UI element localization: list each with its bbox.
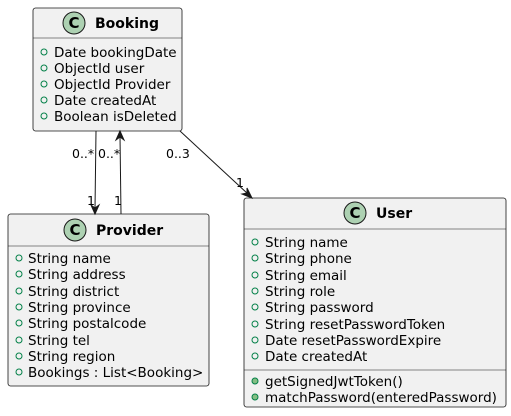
attribute: String address — [28, 267, 126, 283]
multiplicity-label: 1 — [87, 193, 95, 208]
attribute: String password — [265, 300, 374, 316]
multiplicity-label: 0..3 — [166, 146, 190, 161]
class-user[interactable]: C User String name String phone String e… — [243, 197, 507, 408]
attribute: Bookings : List<Booking> — [28, 365, 203, 381]
association-provider-booking[interactable]: 0..* 1 — [98, 129, 126, 215]
multiplicity-label: 1 — [236, 175, 244, 190]
public-visibility-icon — [251, 303, 259, 311]
attribute: Date createdAt — [265, 349, 367, 365]
public-visibility-icon — [15, 336, 23, 344]
attribute: Date createdAt — [54, 93, 156, 109]
attribute: String resetPasswordToken — [265, 317, 445, 333]
attribute: ObjectId user — [54, 61, 145, 77]
class-name: Booking — [95, 16, 159, 32]
multiplicity-label: 0..* — [98, 146, 120, 161]
attribute: String district — [28, 284, 119, 300]
class-provider[interactable]: C Provider String name String address St… — [7, 213, 210, 387]
attribute: String postalcode — [28, 316, 146, 332]
attribute: String email — [265, 268, 347, 284]
public-visibility-icon — [15, 319, 23, 327]
public-visibility-icon — [15, 368, 23, 376]
attribute-list: String name String phone String email St… — [251, 235, 445, 365]
arrowhead-icon — [89, 203, 101, 216]
class-name: User — [376, 206, 412, 222]
multiplicity-label: 0..* — [72, 146, 94, 161]
method: matchPassword(enteredPassword) — [265, 390, 497, 406]
attribute: ObjectId Provider — [54, 77, 171, 93]
arrowhead-icon — [114, 129, 126, 142]
class-booking[interactable]: C Booking Date bookingDate ObjectId user… — [32, 7, 183, 132]
attribute-list: Date bookingDate ObjectId user ObjectId … — [40, 45, 177, 125]
attribute: String tel — [28, 333, 90, 349]
public-visibility-icon — [40, 80, 48, 88]
public-visibility-icon — [15, 254, 23, 262]
public-method-icon — [251, 377, 259, 385]
association-booking-provider[interactable]: 0..* 1 — [72, 130, 101, 216]
class-icon: C — [63, 218, 87, 242]
class-icon-letter: C — [68, 14, 79, 32]
method: getSignedJwtToken() — [265, 374, 403, 390]
attribute-list: String name String address String distri… — [15, 251, 203, 381]
attribute: String province — [28, 300, 131, 316]
attribute: String name — [28, 251, 111, 267]
multiplicity-label: 1 — [114, 193, 122, 208]
public-visibility-icon — [40, 48, 48, 56]
public-visibility-icon — [15, 352, 23, 360]
public-visibility-icon — [15, 303, 23, 311]
attribute: Boolean isDeleted — [54, 109, 177, 125]
public-visibility-icon — [251, 287, 259, 295]
attribute: String phone — [265, 251, 352, 267]
public-visibility-icon — [15, 270, 23, 278]
attribute: Date bookingDate — [54, 45, 177, 61]
public-visibility-icon — [251, 254, 259, 262]
attribute: String role — [265, 284, 335, 300]
public-visibility-icon — [40, 64, 48, 72]
public-visibility-icon — [40, 112, 48, 120]
association-booking-user[interactable]: 0..3 1 — [166, 130, 254, 199]
attribute: String region — [28, 349, 115, 365]
arrowhead-icon — [240, 187, 254, 199]
class-icon: C — [343, 201, 367, 225]
class-icon: C — [62, 11, 86, 35]
method-list: getSignedJwtToken() matchPassword(entere… — [251, 374, 497, 406]
attribute: Date resetPasswordExpire — [265, 333, 441, 349]
public-visibility-icon — [251, 336, 259, 344]
public-visibility-icon — [251, 271, 259, 279]
public-visibility-icon — [40, 96, 48, 104]
public-visibility-icon — [251, 352, 259, 360]
public-visibility-icon — [251, 320, 259, 328]
class-name: Provider — [96, 223, 163, 239]
public-visibility-icon — [15, 287, 23, 295]
class-icon-letter: C — [69, 221, 80, 239]
attribute: String name — [265, 235, 348, 251]
public-method-icon — [251, 393, 259, 401]
public-visibility-icon — [251, 238, 259, 246]
class-icon-letter: C — [349, 204, 360, 222]
